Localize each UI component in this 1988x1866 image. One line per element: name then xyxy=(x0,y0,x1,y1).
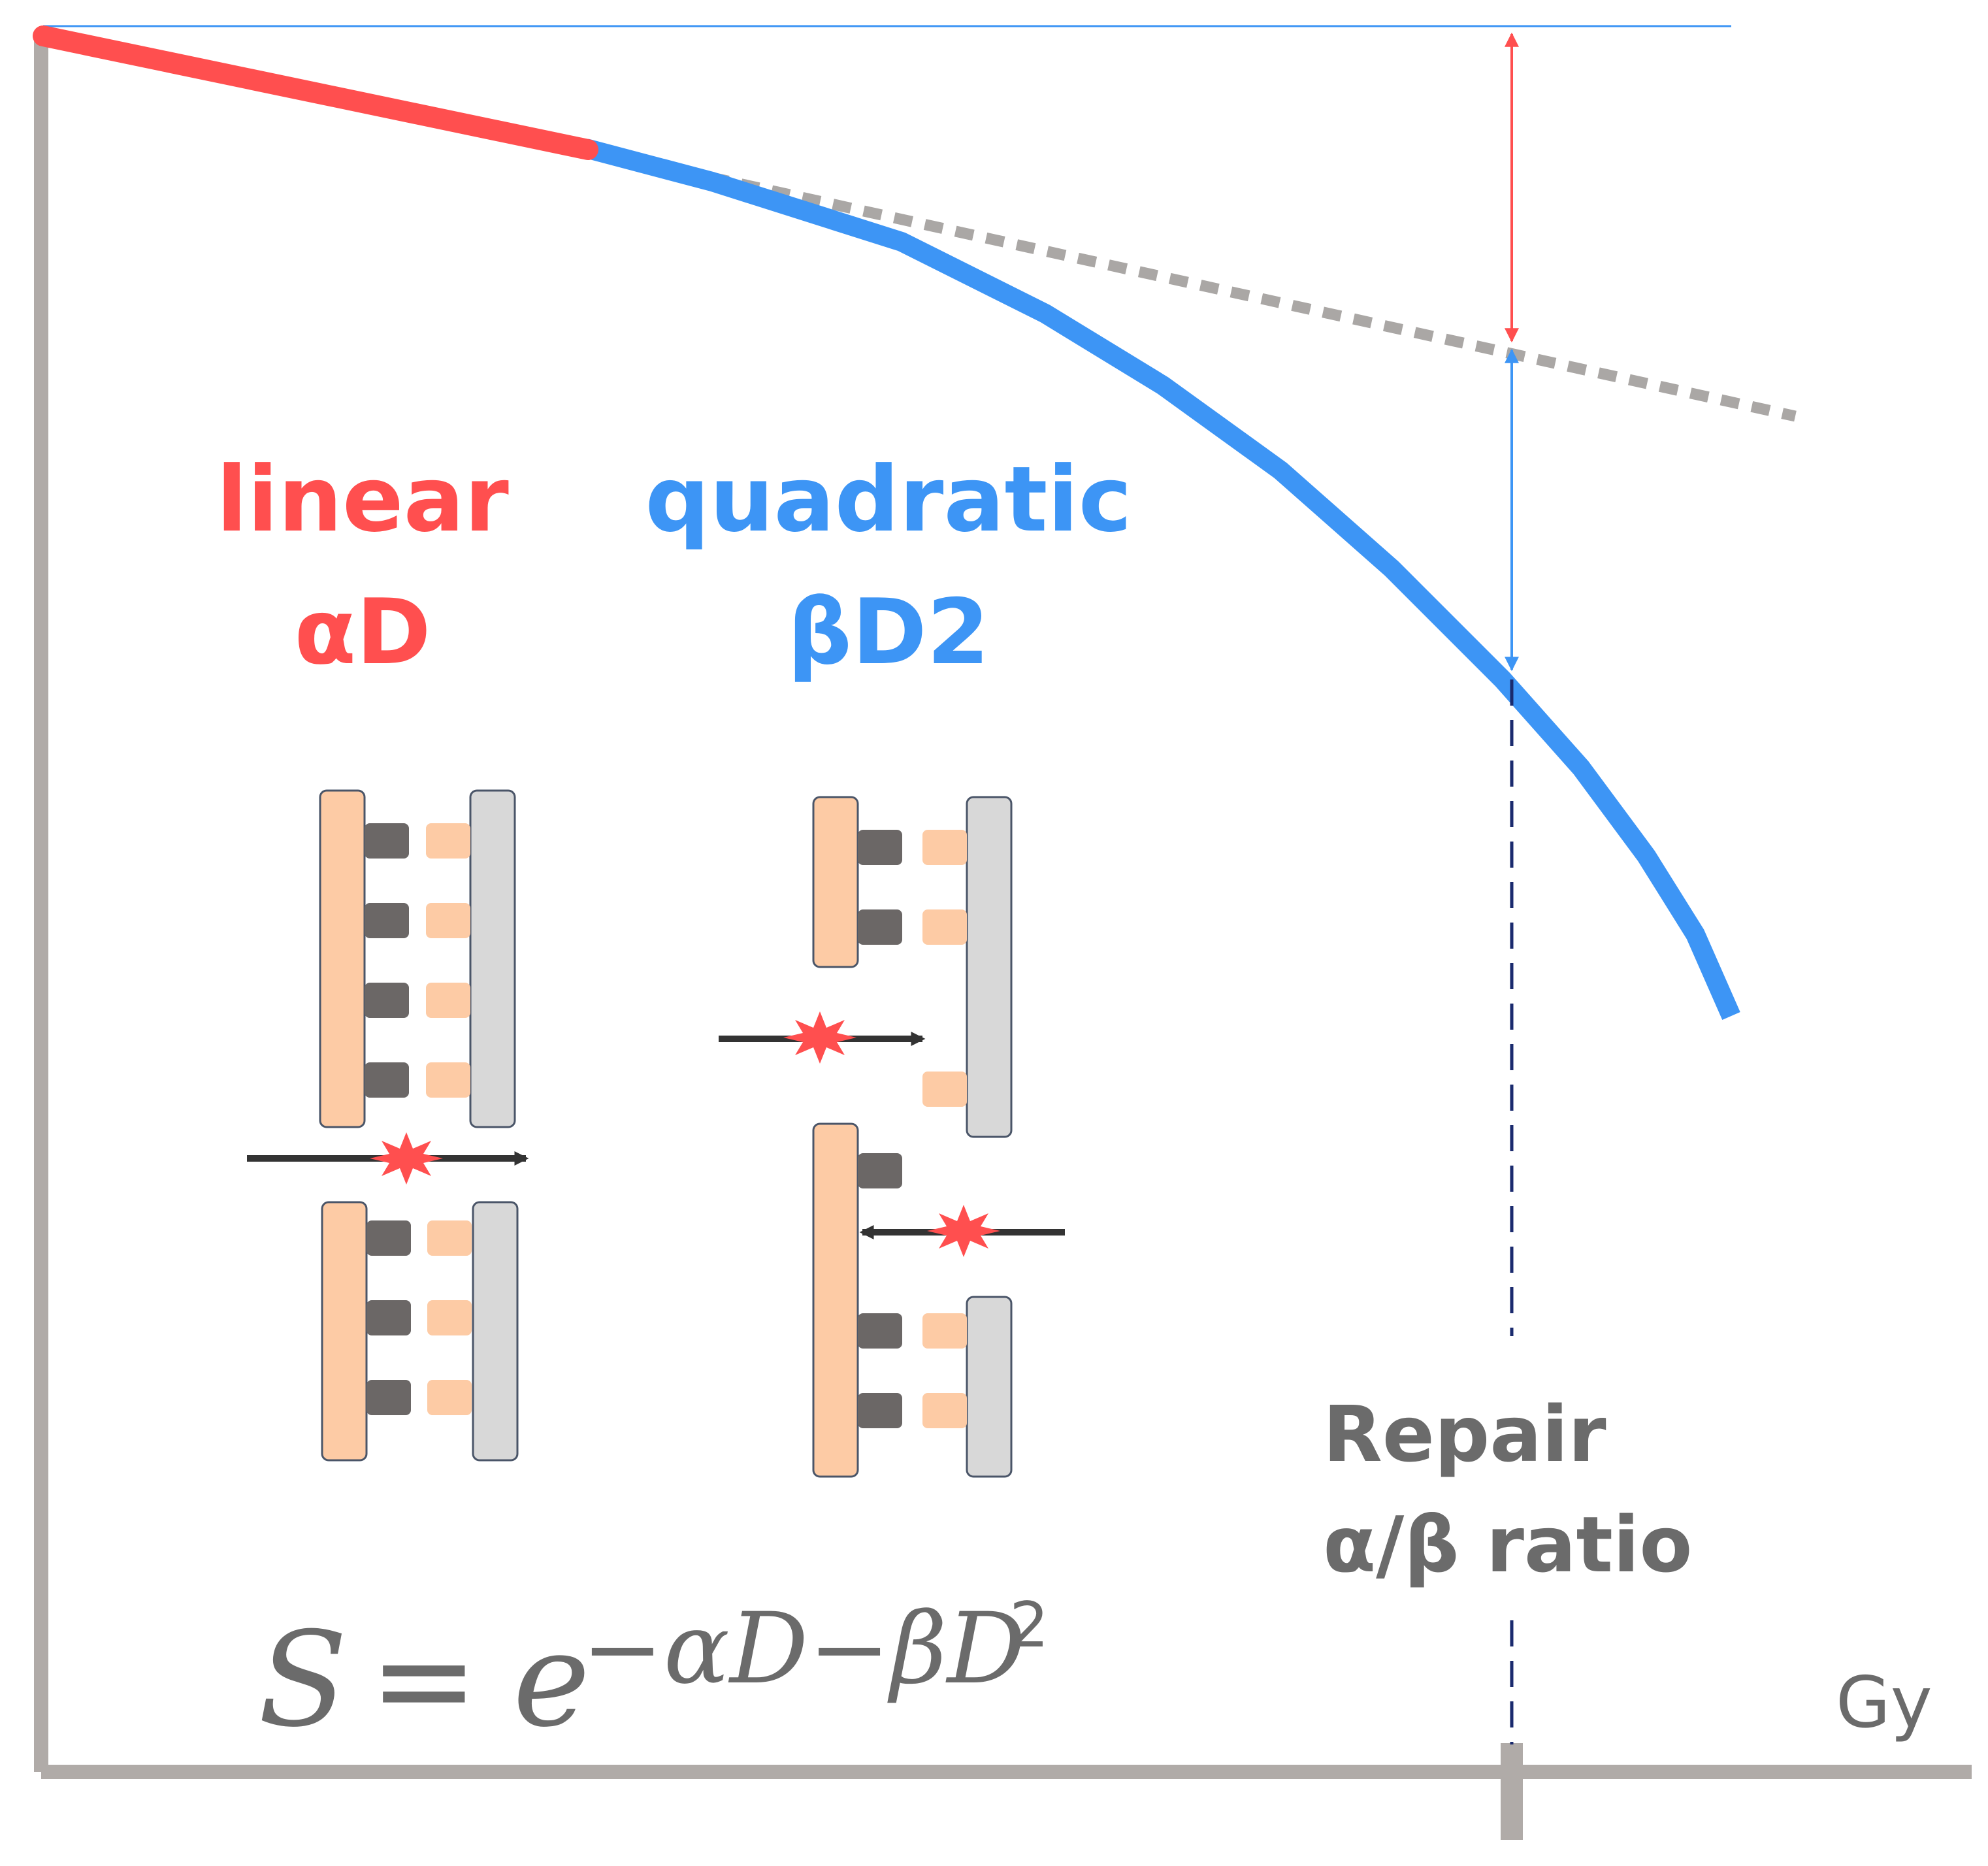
quadratic-label: quadratic xyxy=(645,447,1132,552)
double-hit-dna-illustration xyxy=(719,796,1065,1478)
linear-label: linear xyxy=(216,447,509,552)
dna-strand-orange xyxy=(321,1201,368,1462)
hit-burst-icon xyxy=(370,1132,443,1185)
quadratic-term-label: βD2 xyxy=(787,580,989,685)
hit-burst-icon xyxy=(927,1205,1000,1257)
quadratic-curve xyxy=(583,139,1740,1021)
dna-strand-gray xyxy=(966,796,1013,1138)
single-hit-dna-illustration xyxy=(247,789,529,1462)
equation-exponent-power: 2 xyxy=(1009,1590,1049,1661)
linear-term-label: αD xyxy=(294,580,431,685)
equation-equals: = xyxy=(369,1604,479,1756)
hit-burst-icon xyxy=(783,1011,856,1064)
equation-exponent: −αD−βD xyxy=(581,1592,1026,1706)
ratio-label: α/β ratio xyxy=(1323,1499,1692,1590)
dna-strand-orange xyxy=(812,1122,859,1478)
dna-strand-gray xyxy=(966,1296,1013,1478)
dna-strand-gray xyxy=(469,789,516,1128)
dna-strand-orange xyxy=(812,796,859,968)
linear-extrapolation-line xyxy=(587,144,1797,422)
dose-unit-label: Gy xyxy=(1836,1662,1932,1744)
lq-equation: S = e −αD−βD 2 xyxy=(258,1590,1049,1756)
equation-lhs: S xyxy=(258,1604,348,1756)
dna-strand-gray xyxy=(472,1201,519,1462)
linear-curve xyxy=(33,25,598,160)
repair-label: Repair xyxy=(1323,1389,1606,1479)
equation-base: e xyxy=(513,1604,590,1756)
dna-strand-orange xyxy=(319,789,366,1128)
